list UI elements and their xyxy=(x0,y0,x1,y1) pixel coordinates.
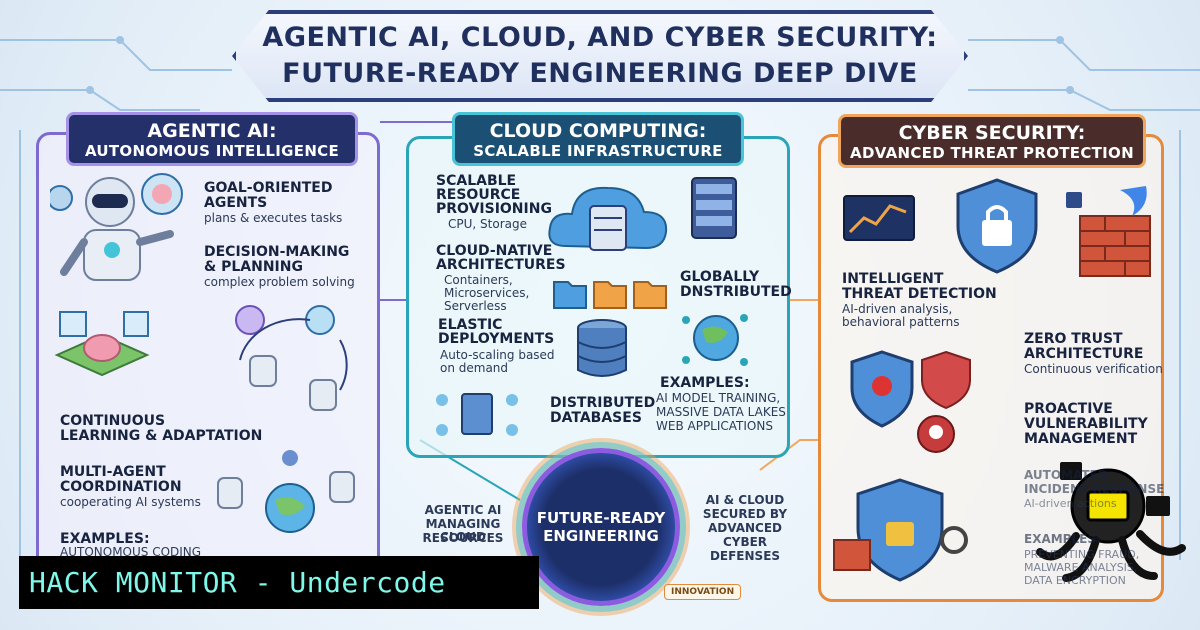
agentic-item-1-title1: GOAL-ORIENTED xyxy=(204,180,333,196)
agentic-item-1-sub: plans & executes tasks xyxy=(204,211,343,225)
agentic-item-2-title2: & PLANNING xyxy=(204,259,303,275)
threat-shields-icon xyxy=(850,350,971,453)
secure-shield-icon xyxy=(833,478,968,582)
security-item-4-t2: INCIDENT RESPONSE xyxy=(1024,482,1165,496)
hack-monitor-banner: HACK MONITOR - Undercode xyxy=(19,556,539,609)
title-banner: AGENTIC AI, CLOUD, AND CYBER SECURITY: F… xyxy=(232,10,968,102)
globe-network-icon xyxy=(682,314,748,366)
security-item-5-sub3: DATA ENCRYPTION xyxy=(1024,574,1126,587)
security-item-3-t2: VULNERABILITY xyxy=(1024,416,1148,432)
server-rack-icon xyxy=(691,177,737,239)
connect-right-2: SECURED BY xyxy=(702,507,788,521)
security-item-5-t1: EXAMPLES: xyxy=(1024,532,1101,546)
cloud-server-icon xyxy=(548,186,668,251)
security-item-1-t1: INTELLIGENT xyxy=(842,271,944,287)
cloud-item-4-t1: DISTRIBUTED xyxy=(550,395,656,411)
cloud-item-2-t1: CLOUD-NATIVE xyxy=(436,243,553,259)
cloud-item-3-t2: DEPLOYMENTS xyxy=(438,331,555,347)
cloud-heading: CLOUD COMPUTING: SCALABLE INFRASTRUCTURE xyxy=(452,112,744,166)
hub-line-2: ENGINEERING xyxy=(543,527,659,545)
security-item-3-t1: PROACTIVE xyxy=(1024,401,1113,417)
coordination-globe-icon xyxy=(217,450,355,533)
security-heading-1: CYBER SECURITY: xyxy=(898,122,1086,144)
agentic-item-4-title1: MULTI-AGENT xyxy=(60,464,166,480)
connect-left-1: AGENTIC AI xyxy=(424,503,502,517)
security-item-4-sub1: AI-driven actions xyxy=(1024,497,1117,510)
agentic-ai-heading: AGENTIC AI: AUTONOMOUS INTELLIGENCE xyxy=(66,112,358,166)
firewall-icon xyxy=(1066,186,1151,277)
security-heading: CYBER SECURITY: ADVANCED THREAT PROTECTI… xyxy=(838,114,1146,168)
database-icon xyxy=(577,319,627,377)
distributed-db-icon xyxy=(436,393,518,436)
cloud-item-4-t2: DATABASES xyxy=(550,410,642,426)
cloud-global-2: DNSTRIBUTED xyxy=(680,284,792,300)
agentic-item-3-title1: CONTINUOUS xyxy=(60,413,166,429)
cloud-example-1: AI MODEL TRAINING, xyxy=(656,391,781,405)
agentic-item-3-title2: LEARNING & ADAPTATION xyxy=(60,428,263,444)
analytics-screen-icon xyxy=(843,195,915,241)
agentic-item-4-title2: COORDINATION xyxy=(60,479,182,495)
cloud-heading-1: CLOUD COMPUTING: xyxy=(489,120,707,142)
agentic-item-5-title1: EXAMPLES: xyxy=(60,531,150,547)
cloud-item-2-sub3: Serverless xyxy=(444,299,507,313)
cloud-examples-title: EXAMPLES: xyxy=(660,375,750,391)
cloud-item-1-t1: SCALABLE xyxy=(436,173,517,189)
cloud-example-3: WEB APPLICATIONS xyxy=(656,419,773,433)
agentic-heading-2: AUTONOMOUS INTELLIGENCE xyxy=(84,142,340,160)
agentic-item-4-sub: cooperating AI systems xyxy=(60,495,201,509)
title-line-1: AGENTIC AI, CLOUD, AND CYBER SECURITY: xyxy=(262,22,938,53)
cloud-item-1-sub: CPU, Storage xyxy=(448,217,527,231)
cloud-item-3-t1: ELASTIC xyxy=(438,317,503,333)
cloud-item-1-t2: RESOURCE xyxy=(436,187,521,203)
security-item-5-sub2: MALWARE ANALYSIS, xyxy=(1024,561,1138,574)
cloud-item-2-sub2: Microservices, xyxy=(444,286,530,300)
agentic-item-1-title2: AGENTS xyxy=(204,195,268,211)
title-line-2: FUTURE-READY ENGINEERING DEEP DIVE xyxy=(282,58,918,89)
security-heading-2: ADVANCED THREAT PROTECTION xyxy=(850,144,1134,162)
security-item-1-sub1: AI-driven analysis, xyxy=(842,302,953,316)
connect-right-1: AI & CLOUD xyxy=(705,493,785,507)
security-item-2-t1: ZERO TRUST xyxy=(1024,331,1123,347)
connect-left-3: RESOURCES xyxy=(422,531,504,545)
shield-lock-icon xyxy=(956,178,1038,274)
security-item-3-t3: MANAGEMENT xyxy=(1024,431,1138,447)
agentic-item-5-sub: AUTONOMOUS CODING xyxy=(60,545,202,559)
hacker-octopus-icon xyxy=(1036,462,1186,582)
cloud-heading-2: SCALABLE INFRASTRUCTURE xyxy=(473,142,723,160)
robot-icon xyxy=(50,173,183,281)
cloud-item-2-t2: ARCHITECTURES xyxy=(436,257,566,273)
cloud-item-3-sub1: Auto-scaling based xyxy=(440,348,555,362)
agentic-item-2-title1: DECISION-MAKING xyxy=(204,244,350,260)
folders-icon xyxy=(553,281,667,309)
connect-right-3: ADVANCED xyxy=(707,521,782,535)
security-item-5-sub1: PREVENTING FRAUD, xyxy=(1024,548,1140,561)
security-item-2-t2: ARCHITECTURE xyxy=(1024,346,1144,362)
security-item-4-t1: AUTOMATED xyxy=(1024,468,1108,482)
hub-line-1: FUTURE-READY xyxy=(536,509,666,527)
cloud-global-1: GLOBALLY xyxy=(680,269,760,285)
cloud-example-2: MASSIVE DATA LAKES xyxy=(656,405,786,419)
agentic-item-2-sub: complex problem solving xyxy=(204,275,355,289)
connect-left-2: MANAGING CLOUD xyxy=(425,517,501,544)
future-ready-hub: FUTURE-READY ENGINEERING xyxy=(522,448,680,606)
cloud-item-2-sub1: Containers, xyxy=(444,273,513,287)
brain-board-icon xyxy=(54,311,150,377)
agentic-heading-1: AGENTIC AI: xyxy=(147,120,277,142)
connect-right-5: DEFENSES xyxy=(709,549,781,563)
security-item-2-sub1: Continuous verification xyxy=(1024,362,1163,376)
agents-cycle-icon xyxy=(235,305,348,411)
security-item-1-t2: THREAT DETECTION xyxy=(842,286,997,302)
security-item-1-sub2: behavioral patterns xyxy=(842,315,960,329)
cloud-item-3-sub2: on demand xyxy=(440,361,509,375)
connect-right-4: CYBER xyxy=(722,535,768,549)
innovation-tag: INNOVATION xyxy=(664,584,742,600)
cloud-item-1-t3: PROVISIONING xyxy=(436,201,552,217)
